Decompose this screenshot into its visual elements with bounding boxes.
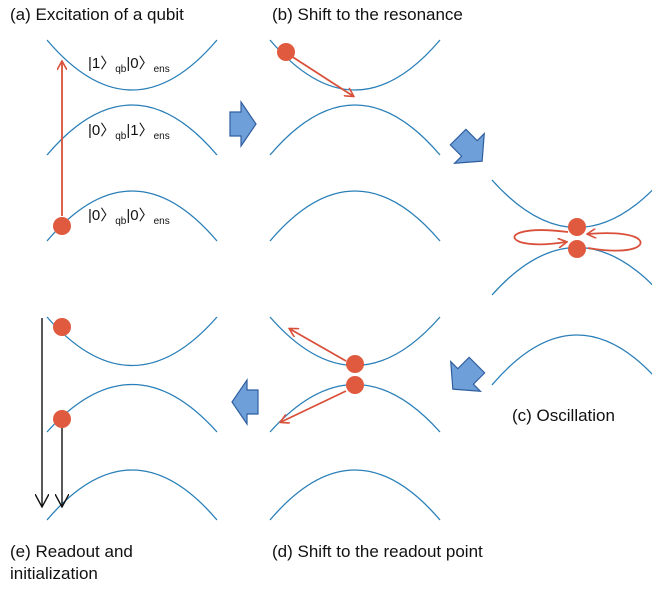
curve-b-top: [269, 39, 441, 91]
panel-b: [269, 39, 441, 242]
curve-c-lower-right: [491, 334, 652, 386]
panel-a-title: (a) Excitation of a qubit: [10, 5, 184, 24]
curve-e-bottom: [46, 469, 218, 521]
panel-b-title: (b) Shift to the resonance: [272, 5, 463, 24]
curve-e-middle: [46, 383, 218, 433]
state-label-bottom: |0〉qb|0〉ens: [88, 207, 170, 227]
curve-d-bottom: [269, 469, 441, 521]
curve-a-top: [46, 39, 218, 91]
state-dot-d-upper: [346, 355, 364, 373]
state-dot-b: [277, 43, 295, 61]
panel-a: |1〉qb|0〉ens |0〉qb|1〉ens |0〉qb|0〉ens: [46, 39, 218, 242]
curve-b-middle: [269, 104, 441, 156]
state-dot-e-lower: [53, 410, 71, 428]
state-dot-e-upper: [53, 318, 71, 336]
flow-arrow-a-to-b: [229, 100, 257, 148]
curve-e-top: [46, 316, 218, 367]
panel-e: [42, 316, 218, 521]
state-dot-c-upper: [568, 218, 586, 236]
state-label-middle: |0〉qb|1〉ens: [88, 122, 170, 142]
shift-arrow-d-lower: [281, 390, 347, 422]
panel-e-title-line1: (e) Readout and: [10, 542, 133, 561]
flow-arrow-c-to-d: [450, 356, 486, 392]
panel-e-title-line2: initialization: [10, 564, 98, 583]
flow-arrow-d-to-e: [231, 378, 259, 426]
shift-arrow-d-upper: [290, 329, 347, 362]
oscillation-loop-right: [588, 233, 642, 252]
panel-d: [269, 316, 441, 521]
curve-a-middle: [46, 104, 218, 156]
flow-arrow-b-to-c: [449, 128, 485, 164]
panel-d-title: (d) Shift to the readout point: [272, 542, 483, 561]
shift-arrow-b: [287, 53, 353, 96]
state-label-top: |1〉qb|0〉ens: [88, 55, 170, 75]
state-dot-a: [53, 217, 71, 235]
state-dot-d-lower: [346, 376, 364, 394]
state-dot-c-lower: [568, 240, 586, 258]
panel-c-title: (c) Oscillation: [512, 406, 615, 425]
curve-b-bottom: [269, 190, 441, 242]
curve-a-bottom: [46, 190, 218, 242]
oscillation-loop-left: [513, 229, 568, 244]
panel-c: [491, 179, 652, 296]
